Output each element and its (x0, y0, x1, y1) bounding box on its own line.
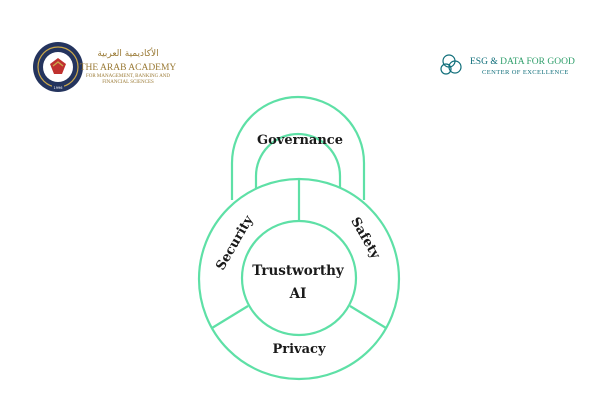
esg-title-part1: ESG & (470, 57, 500, 67)
shackle-inner (254, 132, 342, 188)
arab-academy-logo: 1996 الأكاديمية العربية THE ARAB ACADEMY… (33, 42, 177, 92)
label-ai: AI (289, 286, 307, 302)
esg-knot-icon (440, 54, 462, 75)
label-trustworthy: Trustworthy (252, 263, 345, 279)
academy-subtitle-line1: FOR MANAGEMENT, BANKING AND (86, 74, 170, 79)
label-privacy: Privacy (272, 342, 325, 357)
academy-seal-icon: 1996 (33, 42, 83, 92)
esg-data-for-good-logo: ESG & DATA FOR GOOD CENTER OF EXCELLENCE (440, 54, 575, 76)
label-security: Security (213, 213, 256, 273)
label-governance: Governance (257, 133, 343, 148)
divider-bottom-left (211, 305, 249, 329)
shackle-outer (230, 95, 366, 200)
academy-subtitle-line2: FINANCIAL SCIENCES (102, 80, 154, 85)
seal-year: 1996 (54, 86, 63, 90)
esg-title-part2: DATA FOR GOOD (500, 57, 575, 67)
divider-bottom-right (349, 305, 387, 329)
esg-subtitle: CENTER OF EXCELLENCE (482, 69, 569, 76)
academy-name: THE ARAB ACADEMY (80, 63, 177, 73)
svg-text:ESG & DATA FOR GOOD: ESG & DATA FOR GOOD (470, 57, 575, 67)
label-safety: Safety (347, 215, 383, 262)
academy-arabic-name: الأكاديمية العربية (97, 47, 158, 59)
